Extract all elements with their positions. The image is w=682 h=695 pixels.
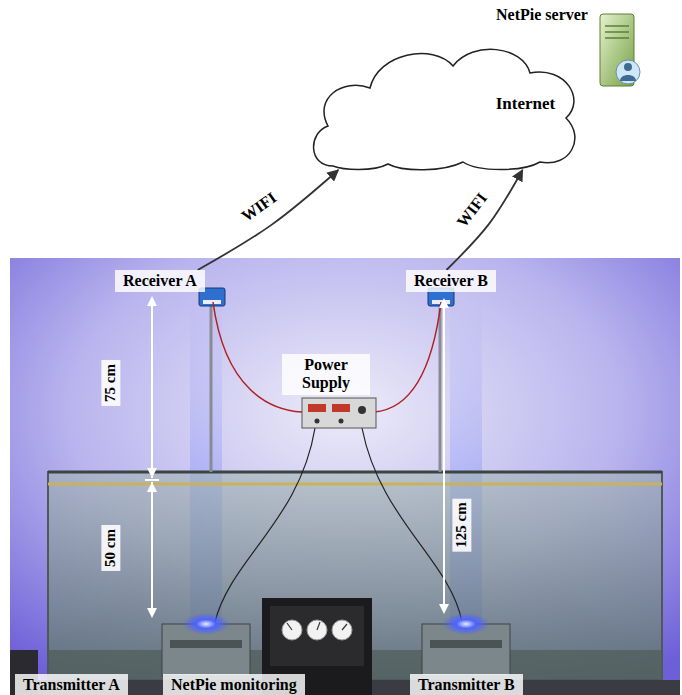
node-text: Transmitter A bbox=[23, 676, 120, 694]
user-body bbox=[620, 75, 636, 81]
node-text: NetPie server bbox=[496, 6, 588, 24]
gauge-needle bbox=[342, 624, 347, 630]
supply-knob bbox=[315, 419, 320, 424]
wire bbox=[362, 428, 462, 622]
dimension-head bbox=[439, 604, 449, 614]
node-text: Power Supply bbox=[302, 356, 350, 393]
receiver-pole bbox=[439, 300, 442, 472]
edge-label: WIFI bbox=[236, 188, 281, 227]
wifi-arrow bbox=[446, 170, 522, 270]
wire bbox=[215, 428, 315, 622]
tank-rim bbox=[48, 471, 662, 474]
cloud-outline bbox=[314, 49, 575, 169]
power-supply-device bbox=[302, 398, 376, 428]
monitor-screen bbox=[270, 606, 364, 666]
node-text: NetPie monitoring bbox=[171, 676, 297, 694]
dimension-label: 50 cm bbox=[101, 525, 120, 571]
transmitter-panel bbox=[170, 640, 242, 648]
user-badge bbox=[616, 60, 640, 84]
water-tank bbox=[48, 472, 662, 680]
node-text: Receiver B bbox=[414, 272, 488, 290]
dimension-tick bbox=[145, 479, 159, 481]
dimension-label: 125 cm bbox=[452, 498, 471, 551]
supply-case bbox=[302, 398, 376, 428]
lab-wall bbox=[10, 258, 680, 695]
server-slot bbox=[605, 31, 629, 33]
wires bbox=[213, 302, 462, 622]
dimension-head bbox=[147, 296, 157, 306]
server-node: NetPie server bbox=[496, 6, 644, 92]
transmitter-label: Transmitter B bbox=[410, 674, 523, 695]
wire bbox=[374, 302, 441, 412]
gauge-needle bbox=[287, 623, 292, 630]
dimension-line bbox=[443, 302, 445, 610]
gauge-needle bbox=[317, 622, 320, 630]
tank-rail bbox=[48, 483, 662, 486]
node-text: Internet bbox=[496, 94, 555, 114]
dimension-line bbox=[151, 482, 153, 614]
led-glow bbox=[182, 613, 230, 635]
receiver-label: Receiver B bbox=[406, 270, 496, 292]
led-glow bbox=[442, 613, 490, 635]
dimension-line bbox=[151, 300, 153, 478]
receiver-sensor bbox=[203, 300, 221, 304]
supply-display bbox=[308, 404, 326, 412]
supply-knob bbox=[339, 419, 344, 424]
transmitter-panel bbox=[430, 640, 502, 648]
node-text: Transmitter B bbox=[418, 676, 515, 694]
dimension-label: 75 cm bbox=[101, 360, 120, 406]
node-text: Receiver A bbox=[123, 272, 197, 290]
edge-label: WIFI bbox=[452, 188, 492, 232]
dimension-arrows bbox=[145, 296, 449, 618]
internet-cloud: Internet bbox=[308, 38, 583, 170]
supply-display bbox=[332, 404, 350, 412]
user-head bbox=[624, 63, 632, 71]
gauge bbox=[282, 620, 302, 640]
server-slot bbox=[605, 25, 629, 27]
transmitter-label: Transmitter A bbox=[15, 674, 128, 695]
receiver-label: Receiver A bbox=[115, 270, 205, 292]
monitor-label: NetPie monitoring bbox=[163, 674, 305, 695]
server-icon bbox=[592, 12, 644, 92]
receiver-pole bbox=[210, 300, 213, 472]
supply-knob bbox=[358, 406, 366, 414]
dimension-head bbox=[147, 482, 157, 492]
gauge bbox=[307, 620, 327, 640]
gauge bbox=[332, 620, 352, 640]
dimension-head bbox=[147, 608, 157, 618]
dimension-head bbox=[439, 298, 449, 308]
wifi-arrow bbox=[198, 170, 339, 270]
power-supply-label: Power Supply bbox=[282, 354, 370, 395]
dimension-head bbox=[147, 468, 157, 478]
server-slot bbox=[605, 37, 629, 39]
